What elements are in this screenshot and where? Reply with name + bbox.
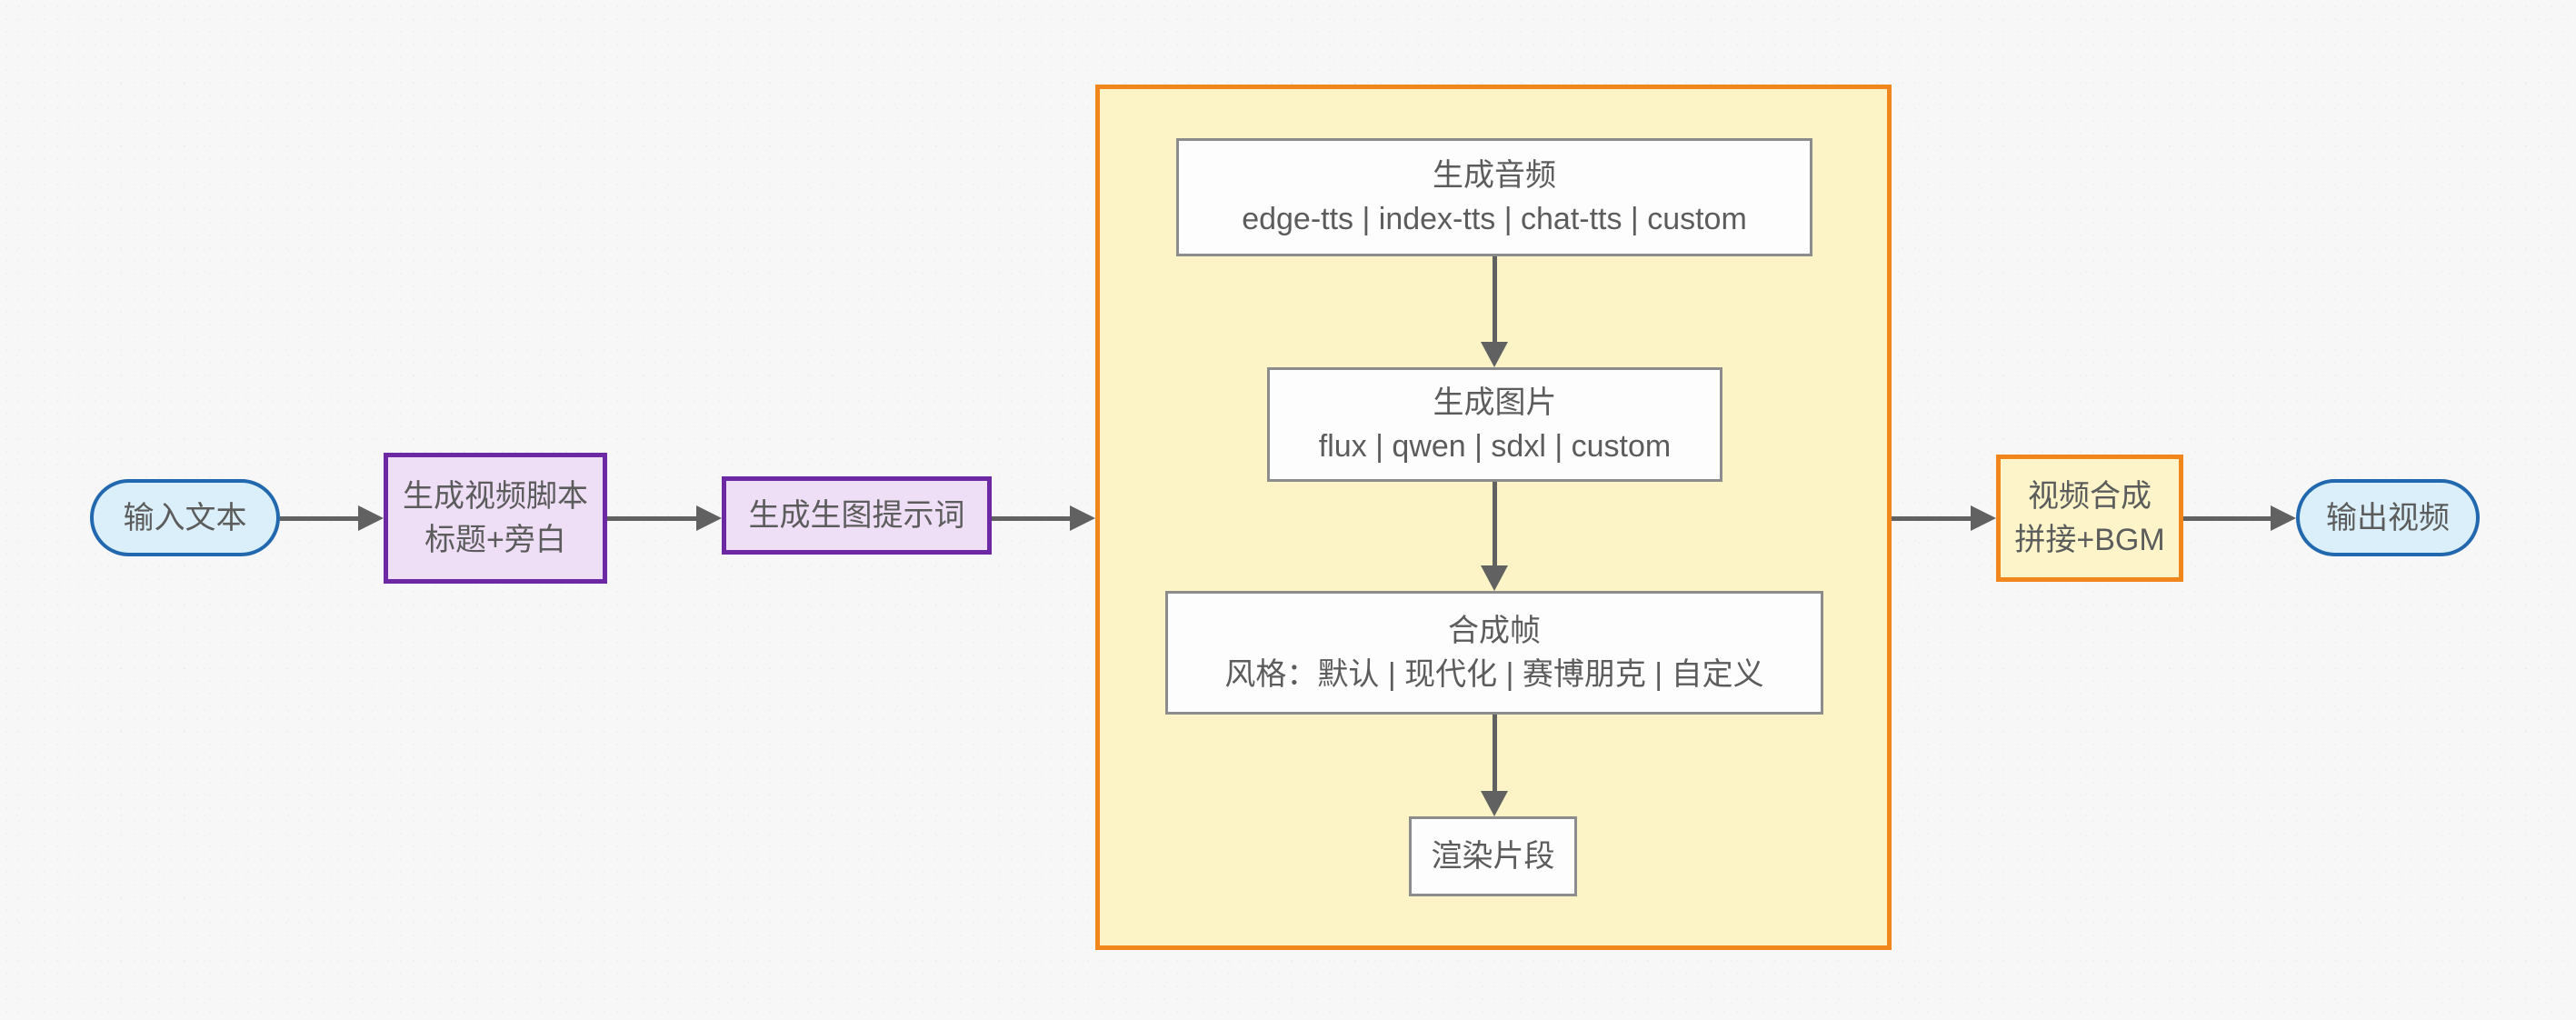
node-generate-image-title: 生成图片 <box>1433 385 1557 420</box>
node-output-video-label: 输出视频 <box>2326 500 2450 535</box>
arrow-frame-to-render <box>1493 715 1497 791</box>
arrowhead-group-to-compose <box>1971 505 1996 531</box>
arrowhead-frame-to-render <box>1481 791 1508 816</box>
arrowhead-script-to-prompt <box>696 505 722 531</box>
arrow-compose-to-output <box>2183 516 2271 521</box>
node-generate-video-script-line1: 生成视频脚本 <box>403 479 588 514</box>
node-compose-frame-title: 合成帧 <box>1448 614 1541 648</box>
arrow-audio-to-image <box>1493 256 1497 342</box>
node-generate-video-script: 生成视频脚本 标题+旁白 <box>384 453 607 584</box>
node-generate-image-options: flux | qwen | sdxl | custom <box>1318 429 1672 464</box>
node-generate-audio-title: 生成音频 <box>1433 158 1556 193</box>
node-compose-frame-options: 风格：默认 | 现代化 | 赛博朋克 | 自定义 <box>1224 657 1764 692</box>
node-video-compose-line1: 视频合成 <box>2028 479 2152 514</box>
node-input-text: 输入文本 <box>90 479 280 556</box>
node-output-video: 输出视频 <box>2296 479 2480 556</box>
node-generate-video-script-line2: 标题+旁白 <box>424 523 566 557</box>
node-generate-audio-options: edge-tts | index-tts | chat-tts | custom <box>1242 202 1747 236</box>
arrowhead-audio-to-image <box>1481 342 1508 367</box>
arrow-image-to-frame <box>1493 482 1497 565</box>
node-video-compose-line2: 拼接+BGM <box>2014 523 2165 557</box>
node-video-compose: 视频合成 拼接+BGM <box>1996 455 2183 582</box>
node-generate-image: 生成图片 flux | qwen | sdxl | custom <box>1267 367 1722 482</box>
arrow-group-to-compose <box>1892 516 1971 521</box>
node-render-clip: 渲染片段 <box>1409 816 1577 896</box>
arrow-script-to-prompt <box>607 516 696 521</box>
arrowhead-image-to-frame <box>1481 565 1508 591</box>
arrow-input-to-script <box>280 516 360 521</box>
node-generate-image-prompt: 生成生图提示词 <box>722 476 992 555</box>
node-input-text-label: 输入文本 <box>123 500 247 535</box>
node-render-clip-label: 渲染片段 <box>1431 839 1555 874</box>
arrowhead-compose-to-output <box>2271 505 2296 531</box>
arrowhead-input-to-script <box>358 505 384 531</box>
arrowhead-prompt-to-group <box>1070 505 1095 531</box>
node-compose-frame: 合成帧 风格：默认 | 现代化 | 赛博朋克 | 自定义 <box>1165 591 1823 715</box>
node-generate-audio: 生成音频 edge-tts | index-tts | chat-tts | c… <box>1176 138 1812 256</box>
node-generate-image-prompt-label: 生成生图提示词 <box>748 498 965 533</box>
arrow-prompt-to-group <box>992 516 1070 521</box>
